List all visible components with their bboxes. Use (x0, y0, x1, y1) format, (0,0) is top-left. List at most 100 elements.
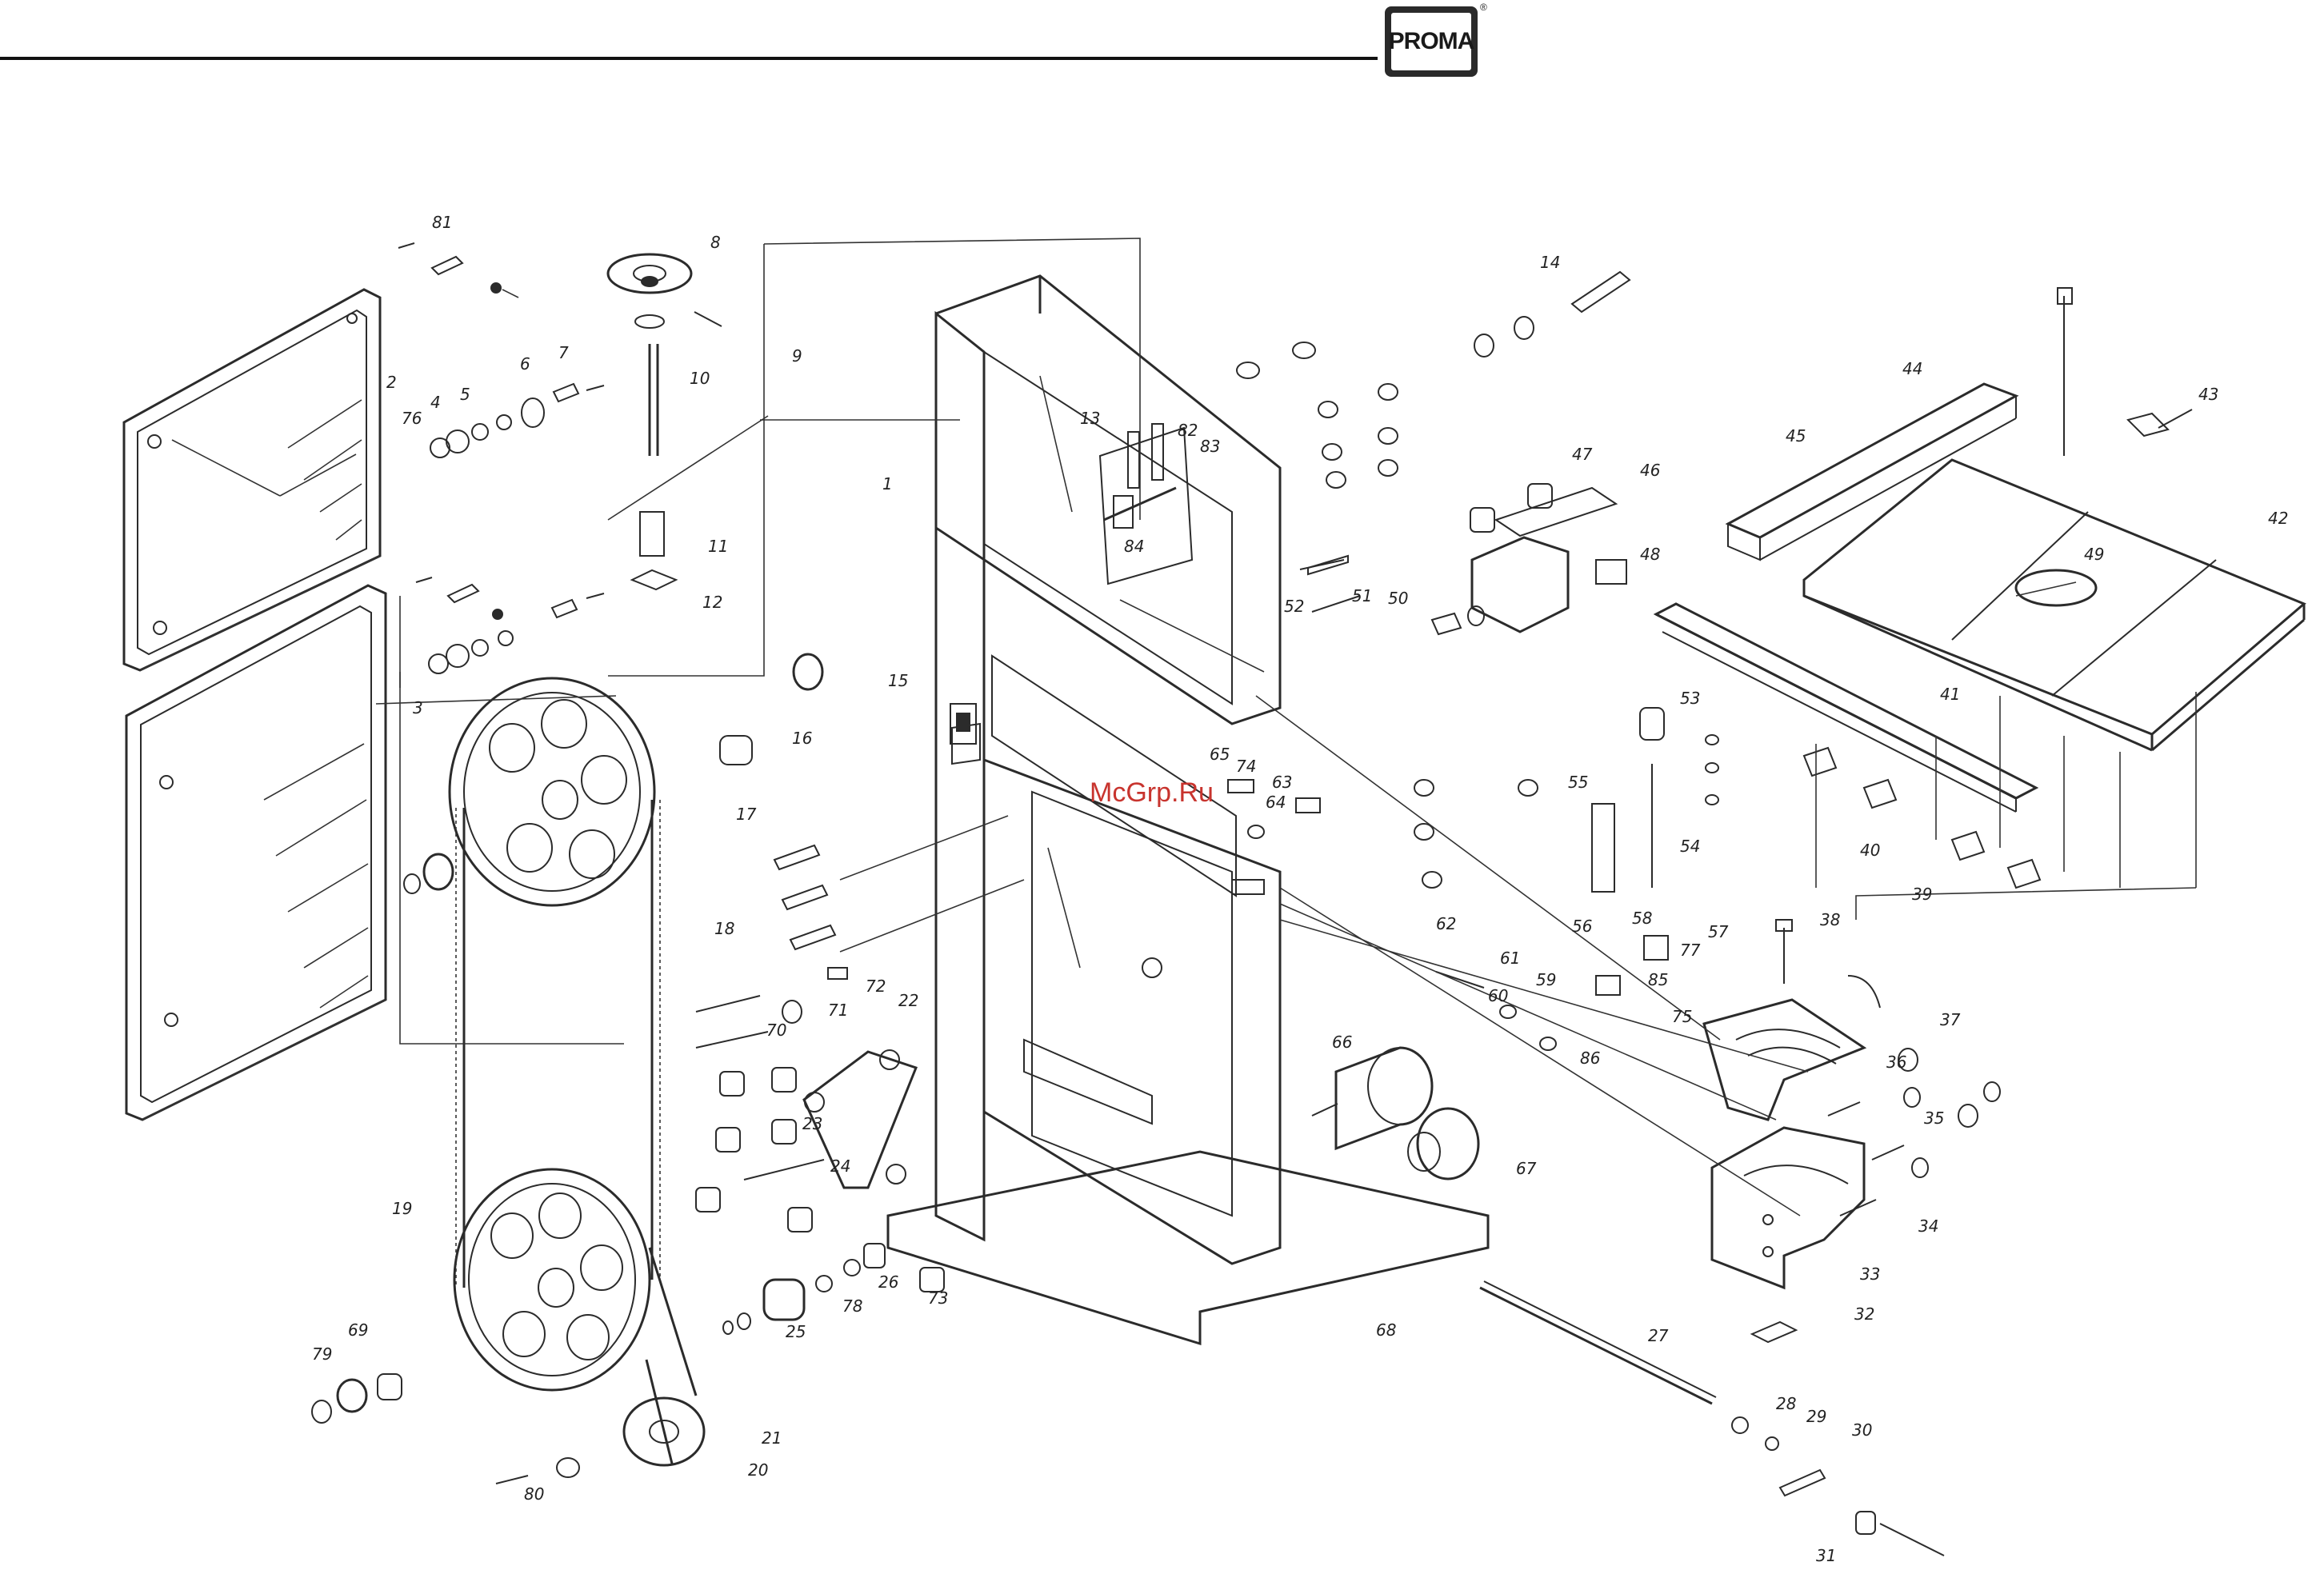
callout-15: 15 (888, 671, 908, 690)
upper-door (124, 290, 380, 670)
callout-79: 79 (312, 1344, 332, 1364)
callout-71: 71 (828, 1001, 848, 1020)
callout-14: 14 (1540, 253, 1560, 272)
callout-60: 60 (1488, 986, 1508, 1005)
lower-wheel (454, 1169, 650, 1390)
callout-55: 55 (1568, 773, 1588, 792)
drive-belt (624, 1248, 704, 1465)
callout-2: 2 (386, 373, 397, 392)
callout-72: 72 (866, 977, 886, 996)
callout-32: 32 (1854, 1304, 1874, 1324)
callout-40: 40 (1860, 841, 1880, 860)
callout-28: 28 (1776, 1394, 1796, 1413)
callout-65: 65 (1210, 745, 1230, 764)
callout-13: 13 (1080, 409, 1100, 428)
callout-44: 44 (1902, 359, 1922, 378)
callout-35: 35 (1924, 1109, 1944, 1128)
lower-shaft-assembly (723, 1244, 944, 1334)
upper-guide-hardware (1237, 272, 1630, 612)
callout-33: 33 (1860, 1264, 1880, 1284)
callout-34: 34 (1918, 1216, 1938, 1236)
fence-rail-lower (1656, 604, 2036, 812)
callout-84: 84 (1124, 537, 1144, 556)
callout-81: 81 (432, 213, 452, 232)
tension-handwheel (608, 254, 722, 589)
callout-76: 76 (402, 409, 422, 428)
callout-82: 82 (1178, 421, 1198, 440)
callout-49: 49 (2084, 545, 2104, 564)
callout-66: 66 (1332, 1033, 1352, 1052)
callout-70: 70 (766, 1021, 786, 1040)
callout-80: 80 (524, 1484, 544, 1504)
callout-27: 27 (1648, 1326, 1669, 1345)
callout-17: 17 (736, 805, 757, 824)
watermark: McGrp.Ru (1090, 777, 1214, 809)
callout-41: 41 (1940, 685, 1960, 704)
callout-51: 51 (1352, 586, 1372, 605)
callout-57: 57 (1708, 922, 1729, 941)
trunnion-hardware (1828, 1049, 2000, 1216)
callout-63: 63 (1272, 773, 1292, 792)
callout-7: 7 (558, 343, 569, 362)
callout-30: 30 (1852, 1420, 1872, 1440)
callout-47: 47 (1572, 445, 1593, 464)
callout-4: 4 (430, 393, 441, 412)
motor (1312, 1048, 1478, 1179)
callout-38: 38 (1820, 910, 1840, 929)
upper-blade-guide (1100, 424, 1192, 584)
callout-10: 10 (690, 369, 710, 388)
lower-door (126, 585, 386, 1120)
callout-83: 83 (1200, 437, 1220, 456)
callout-75: 75 (1672, 1007, 1692, 1026)
lower-shaft-parts (312, 1374, 579, 1484)
callout-31: 31 (1816, 1546, 1836, 1565)
fence-rail-upper (1728, 384, 2016, 560)
callout-24: 24 (830, 1157, 850, 1176)
callout-46: 46 (1640, 461, 1660, 480)
callout-36: 36 (1886, 1053, 1906, 1072)
callout-67: 67 (1516, 1159, 1537, 1178)
callout-59: 59 (1536, 970, 1556, 989)
callout-42: 42 (2268, 509, 2288, 528)
upper-door-hardware (398, 243, 604, 457)
upper-trunnion (1704, 920, 1880, 1120)
callout-labels: 81 8 9 10 2 76 4 5 6 7 11 12 1 13 82 83 … (312, 213, 2288, 1565)
callout-11: 11 (708, 537, 728, 556)
callout-16: 16 (792, 729, 812, 748)
callout-25: 25 (786, 1322, 806, 1341)
callout-29: 29 (1806, 1407, 1826, 1426)
callout-85: 85 (1648, 970, 1668, 989)
callout-52: 52 (1284, 597, 1304, 616)
upper-wheel (450, 678, 654, 905)
callout-53: 53 (1680, 689, 1700, 708)
rip-fence (1432, 484, 1626, 634)
callout-18: 18 (714, 919, 734, 938)
callout-9: 9 (792, 346, 802, 366)
callout-64: 64 (1266, 793, 1286, 812)
callout-50: 50 (1388, 589, 1408, 608)
callout-1: 1 (882, 474, 893, 493)
callout-26: 26 (878, 1272, 898, 1292)
callout-6: 6 (520, 354, 530, 374)
callout-21: 21 (762, 1428, 782, 1448)
callout-56: 56 (1572, 917, 1592, 936)
callout-8: 8 (710, 233, 721, 252)
callout-22: 22 (898, 991, 918, 1010)
callout-61: 61 (1500, 949, 1520, 968)
callout-43: 43 (2198, 385, 2218, 404)
callout-45: 45 (1786, 426, 1806, 445)
callout-73: 73 (928, 1288, 948, 1308)
callout-3: 3 (413, 698, 423, 717)
callout-54: 54 (1680, 837, 1700, 856)
callout-58: 58 (1632, 909, 1652, 928)
callout-69: 69 (348, 1320, 368, 1340)
callout-68: 68 (1376, 1320, 1396, 1340)
callout-12: 12 (702, 593, 722, 612)
callout-86: 86 (1580, 1049, 1600, 1068)
callout-19: 19 (392, 1199, 412, 1218)
callout-77: 77 (1680, 941, 1701, 960)
callout-74: 74 (1236, 757, 1256, 776)
callout-48: 48 (1640, 545, 1660, 564)
lower-trunnion (1712, 1128, 1864, 1342)
